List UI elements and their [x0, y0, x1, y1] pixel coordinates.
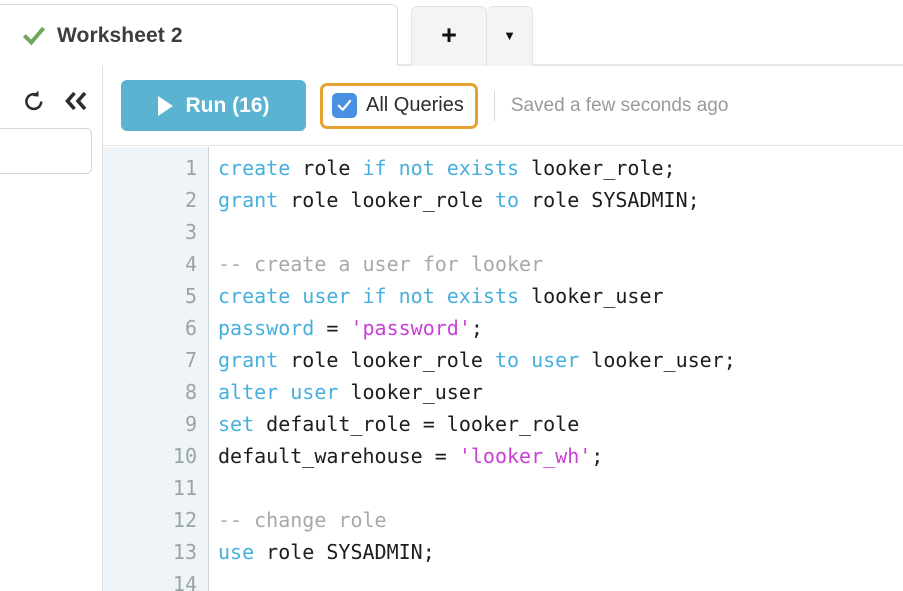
code-token: looker_user [338, 380, 483, 404]
tab-worksheet-2[interactable]: Worksheet 2 [0, 4, 398, 66]
code-token: role looker_role [278, 348, 495, 372]
code-token: -- create a user for looker [218, 252, 544, 276]
line-number: 2 [184, 188, 197, 212]
worksheet-menu-button[interactable]: ▼ [487, 6, 533, 66]
save-status-text: Saved a few seconds ago [510, 94, 729, 116]
code-line[interactable] [210, 472, 903, 504]
line-number: 5 [184, 284, 197, 308]
line-number: 14 [172, 572, 197, 591]
code-token: ; [470, 316, 483, 340]
line-number: 7 [184, 348, 197, 372]
line-number: 11 [172, 476, 197, 500]
code-line[interactable]: default_warehouse = 'looker_wh'; [210, 440, 903, 472]
code-line[interactable] [210, 216, 903, 248]
code-line[interactable]: create user if not exists looker_user [210, 280, 903, 312]
run-button[interactable]: Run (16) [121, 80, 306, 131]
code-token: default_warehouse = [218, 444, 459, 468]
code-token: if not exists [362, 156, 520, 180]
refresh-button[interactable] [22, 89, 46, 113]
code-token: use [218, 540, 255, 564]
code-token: looker_user; [579, 348, 736, 372]
line-number: 10 [172, 444, 197, 468]
line-number: 4 [184, 252, 197, 276]
code-token: 'password' [350, 316, 471, 340]
line-number: 9 [184, 412, 197, 436]
code-token: to user [494, 348, 580, 372]
code-token: -- change role [218, 508, 387, 532]
code-token: to [494, 188, 520, 212]
tab-bar: Worksheet 2 + ▼ [0, 0, 903, 74]
line-number: 8 [184, 380, 197, 404]
code-token: set [218, 412, 255, 436]
code-token: 'looker_wh' [458, 444, 592, 468]
sidebar-search-input[interactable] [0, 128, 92, 174]
tab-actions: + ▼ [411, 6, 533, 66]
code-line[interactable]: set default_role = looker_role [210, 408, 903, 440]
line-number: 12 [172, 508, 197, 532]
code-token: role SYSADMIN; [519, 188, 700, 212]
line-number: 6 [184, 316, 197, 340]
line-number: 1 [184, 156, 197, 180]
code-token: password [218, 316, 315, 340]
play-icon [157, 95, 173, 116]
all-queries-checkbox[interactable] [332, 93, 357, 118]
code-token: grant [218, 188, 279, 212]
check-icon [337, 99, 352, 111]
line-number: 13 [172, 540, 197, 564]
main-panel: Run (16) All Queries Saved a few seconds… [102, 66, 903, 591]
code-line[interactable]: alter user looker_user [210, 376, 903, 408]
code-token: grant [218, 348, 279, 372]
double-chevron-left-icon [65, 91, 87, 111]
code-token: create [218, 156, 291, 180]
code-token: looker_role; [519, 156, 676, 180]
code-line-list: create role if not exists looker_role;gr… [210, 147, 903, 591]
add-worksheet-button[interactable]: + [411, 6, 487, 66]
code-line[interactable]: use role SYSADMIN; [210, 536, 903, 568]
code-line[interactable]: -- change role [210, 504, 903, 536]
all-queries-toggle[interactable]: All Queries [320, 82, 478, 129]
line-number: 3 [184, 220, 197, 244]
code-token: = [314, 316, 351, 340]
code-token: alter user [218, 380, 339, 404]
code-line[interactable]: create role if not exists looker_role; [210, 152, 903, 184]
code-line[interactable]: grant role looker_role to user looker_us… [210, 344, 903, 376]
code-content[interactable]: create role if not exists looker_role;gr… [210, 147, 903, 591]
code-token: create user if not exists [218, 284, 520, 308]
editor-toolbar: Run (16) All Queries Saved a few seconds… [103, 66, 903, 146]
code-line[interactable]: password = 'password'; [210, 312, 903, 344]
green-check-icon [23, 26, 45, 45]
toolbar-divider [493, 90, 495, 121]
code-line[interactable]: grant role looker_role to role SYSADMIN; [210, 184, 903, 216]
code-token: ; [591, 444, 604, 468]
code-token: default_role = looker_role [254, 412, 580, 436]
code-line[interactable]: -- create a user for looker [210, 248, 903, 280]
all-queries-label: All Queries [366, 94, 464, 116]
sidebar-toolbar [0, 81, 102, 121]
code-token: looker_user [519, 284, 664, 308]
code-token: role SYSADMIN; [254, 540, 435, 564]
sidebar [0, 66, 102, 591]
refresh-icon [25, 90, 43, 111]
run-button-label: Run (16) [185, 93, 270, 117]
tab-title: Worksheet 2 [57, 23, 183, 47]
code-line[interactable] [210, 568, 903, 591]
code-token: role looker_role [278, 188, 495, 212]
collapse-sidebar-button[interactable] [62, 90, 90, 112]
code-token: role [290, 156, 363, 180]
